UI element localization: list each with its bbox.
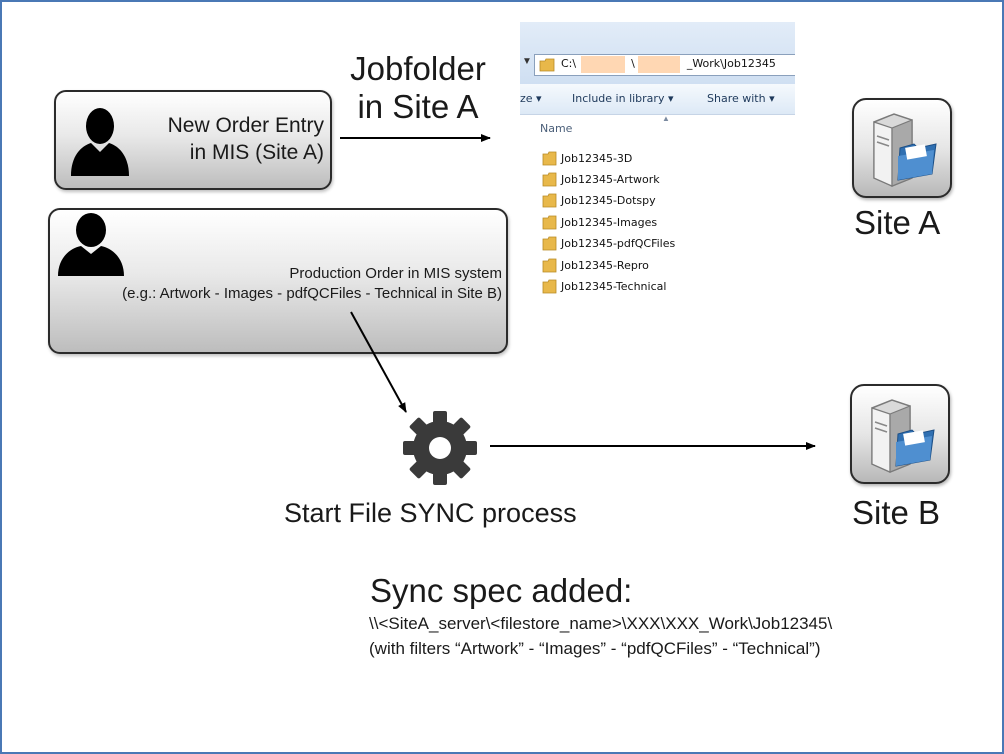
server-folder-icon: [852, 98, 952, 198]
production-order-box: Production Order in MIS system (e.g.: Ar…: [48, 208, 508, 354]
address-part: \: [631, 57, 635, 70]
jobfolder-line2: in Site A: [357, 88, 479, 125]
order-entry-text: New Order Entry in MIS (Site A): [168, 112, 324, 166]
jobfolder-label: Jobfolder in Site A: [342, 50, 494, 126]
folder-name: Job12345-pdfQCFiles: [561, 237, 676, 250]
sync-spec-title: Sync spec added:: [370, 572, 633, 609]
sync-process-label: Start File SYNC process: [284, 498, 577, 528]
site-a-label: Site A: [854, 204, 941, 241]
folder-name: Job12345-Dotspy: [561, 194, 656, 207]
address-part: _Work\Job12345: [686, 57, 776, 70]
organize-button[interactable]: ze ▾: [520, 92, 542, 105]
production-order-line2: (e.g.: Artwork - Images - pdfQCFiles - T…: [122, 285, 502, 302]
folder-icon: [542, 172, 557, 187]
server-folder-icon: [850, 384, 950, 484]
person-icon: [71, 108, 129, 176]
folder-name: Job12345-Technical: [561, 280, 667, 293]
folder-icon: [539, 58, 555, 72]
order-entry-box: New Order Entry in MIS (Site A): [54, 90, 332, 190]
production-order-text: Production Order in MIS system (e.g.: Ar…: [122, 264, 502, 304]
order-entry-line1: New Order Entry: [167, 114, 324, 137]
nav-dropdown-icon[interactable]: ▼: [522, 56, 532, 67]
share-with-button[interactable]: Share with ▾: [707, 92, 775, 105]
address-bar: ▼ C:\ \ _Work\Job12345: [520, 22, 795, 84]
folder-icon: [542, 279, 557, 294]
jobfolder-line1: Jobfolder: [350, 50, 486, 87]
folder-name: Job12345-Repro: [561, 259, 649, 272]
folder-icon: [542, 151, 557, 166]
gear-icon: [403, 411, 477, 485]
address-field[interactable]: C:\ \ _Work\Job12345: [534, 54, 795, 76]
address-part: C:\: [561, 57, 577, 70]
folder-icon: [542, 215, 557, 230]
redaction: [638, 56, 680, 73]
production-order-line1: Production Order in MIS system: [289, 265, 502, 282]
explorer-toolbar: ze ▾ Include in library ▾ Share with ▾: [520, 84, 795, 115]
folder-icon: [542, 193, 557, 208]
sync-spec-filters: (with filters “Artwork” - “Images” - “pd…: [369, 639, 821, 658]
folder-name: Job12345-3D: [561, 152, 633, 165]
redaction: [581, 56, 625, 73]
folder-icon: [542, 236, 557, 251]
folder-name: Job12345-Images: [561, 216, 658, 229]
order-entry-line2: in MIS (Site A): [189, 141, 324, 164]
sync-spec-path: \\<SiteA_server\<filestore_name>\XXX\XXX…: [369, 614, 833, 633]
person-icon: [58, 213, 124, 276]
name-column-header[interactable]: Name: [540, 122, 573, 135]
sort-caret-icon: ▲: [662, 114, 670, 123]
include-in-library-button[interactable]: Include in library ▾: [572, 92, 674, 105]
server-graphic: [873, 113, 937, 187]
address-text: C:\ \ _Work\Job12345: [561, 57, 776, 70]
folder-icon: [542, 258, 557, 273]
explorer-window: ▼ C:\ \ _Work\Job12345 ze ▾ Include in lib…: [520, 22, 795, 332]
folder-name: Job12345-Artwork: [561, 173, 660, 186]
server-graphic: [871, 399, 935, 473]
site-b-label: Site B: [852, 494, 941, 531]
